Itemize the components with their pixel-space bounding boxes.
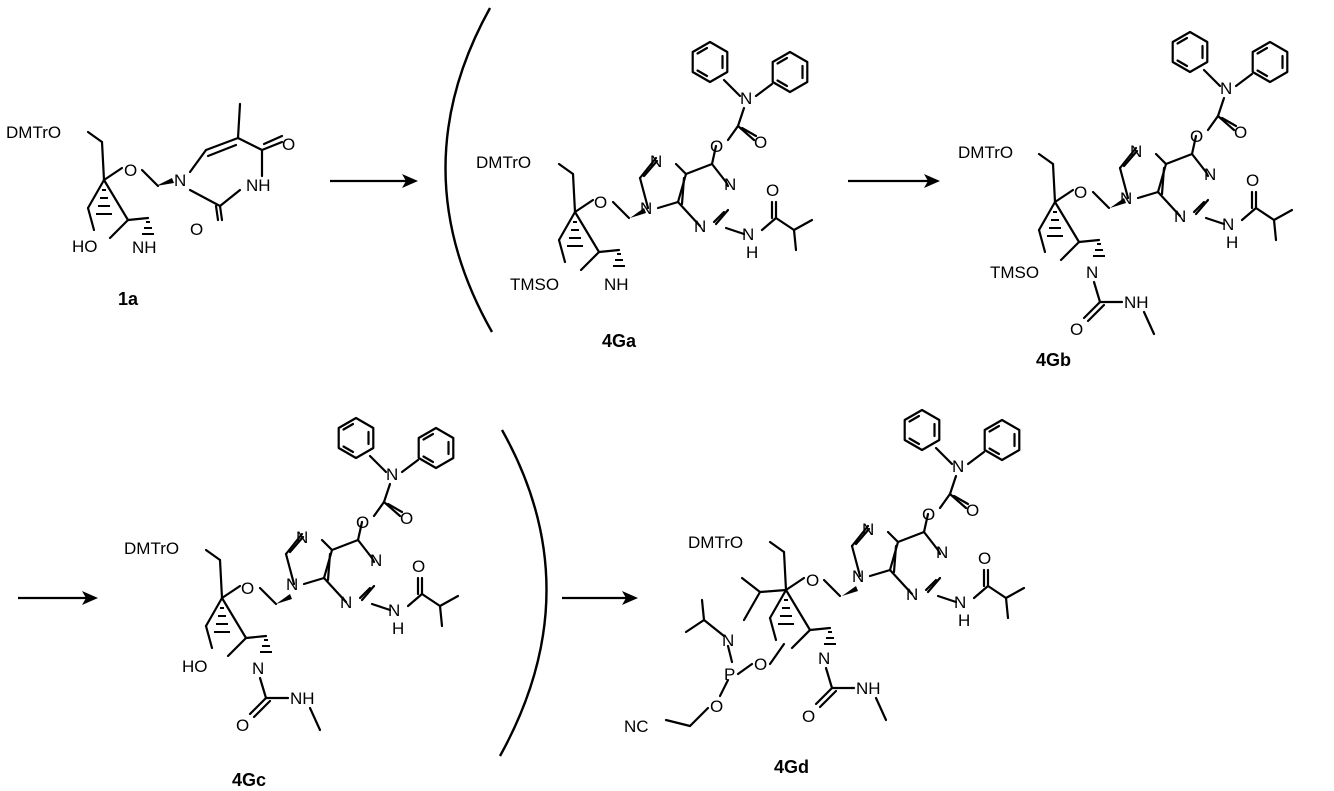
compound-label-4Gb: 4Gb — [1036, 350, 1071, 370]
compound-4Gc: DMTrO O HO N N N N N O O N N H O O NH 4G… — [124, 418, 458, 790]
isobutyryl-o: O — [766, 181, 779, 200]
thymine-n1: N — [174, 171, 186, 190]
glycosidic-wedge — [156, 178, 174, 186]
carbamate-o: O — [710, 137, 723, 156]
purine-n1: N — [1204, 165, 1216, 184]
carbamate-o: O — [356, 513, 369, 532]
3prime-tmso: TMSO — [510, 275, 559, 294]
carbonyl-o: O — [966, 501, 979, 520]
dmtro-label: DMTrO — [124, 539, 179, 558]
urea-nh: NH — [290, 689, 315, 708]
dmtro-label: DMTrO — [6, 123, 61, 142]
dmtro-label: DMTrO — [958, 143, 1013, 162]
thymine-nh: NH — [246, 176, 271, 195]
amide-n: N — [954, 593, 966, 612]
carbonyl-o: O — [754, 133, 767, 152]
amide-h: H — [958, 611, 970, 630]
reaction-arrow-2 — [848, 174, 940, 188]
purine-n7: N — [862, 520, 874, 539]
purine-n3: N — [1174, 207, 1186, 226]
carbonyl-o: O — [400, 509, 413, 528]
bridge-nh: NH — [132, 238, 157, 257]
urea-o: O — [236, 716, 249, 735]
bridge-nh: NH — [604, 275, 629, 294]
compound-4Ga: DMTrO O TMSO NH N N N N O O N N H O 4Ga — [476, 42, 812, 351]
compound-label-1a: 1a — [118, 289, 139, 309]
reaction-arrow-3 — [18, 591, 98, 605]
urea-o: O — [1070, 320, 1083, 339]
3prime-hydroxy: HO — [182, 657, 208, 676]
thymine-o2: O — [190, 220, 203, 239]
glycosidic-wedge — [276, 594, 292, 604]
ring-oxygen: O — [241, 579, 254, 598]
compound-1a: DMTrO O HO NH N O NH O 1a — [6, 104, 295, 309]
amide-h: H — [1226, 233, 1238, 252]
p-o-sugar: O — [754, 655, 767, 674]
purine-n3: N — [694, 217, 706, 236]
amide-h: H — [392, 619, 404, 638]
right-parenthesis — [500, 430, 547, 756]
phosphorus: P — [724, 665, 735, 684]
amide-n: N — [1222, 215, 1234, 234]
carbonyl-o: O — [1234, 123, 1247, 142]
carbamate-o: O — [1190, 127, 1203, 146]
ring-oxygen: O — [1074, 183, 1087, 202]
compound-4Gb: DMTrO O TMSO N N N N N O O N N H O O NH … — [958, 32, 1292, 370]
purine-n9: N — [286, 575, 298, 594]
isobutyryl-o: O — [978, 549, 991, 568]
purine-n7: N — [650, 152, 662, 171]
p-o-ethyl: O — [710, 697, 723, 716]
isobutyryl-o: O — [412, 557, 425, 576]
dmtro-label: DMTrO — [688, 533, 743, 552]
diphenyl-n: N — [1220, 79, 1232, 98]
purine-n1: N — [936, 543, 948, 562]
ring-oxygen: O — [594, 193, 607, 212]
thymine-o4: O — [282, 135, 295, 154]
compound-label-4Ga: 4Ga — [602, 331, 637, 351]
cyano-group: NC — [624, 717, 649, 736]
3prime-hydroxy: HO — [72, 237, 98, 256]
bridge-n: N — [252, 659, 264, 678]
diphenyl-n: N — [740, 89, 752, 108]
compound-label-4Gd: 4Gd — [774, 757, 809, 777]
glycosidic-wedge — [842, 586, 858, 596]
bridge-n: N — [1086, 263, 1098, 282]
reaction-arrow-4 — [562, 591, 638, 605]
amidite-n: N — [722, 631, 734, 650]
purine-n9: N — [1120, 189, 1132, 208]
purine-n7: N — [296, 528, 308, 547]
purine-n7: N — [1130, 142, 1142, 161]
urea-nh: NH — [856, 679, 881, 698]
purine-n9: N — [640, 199, 652, 218]
amide-n: N — [742, 225, 754, 244]
amide-n: N — [388, 601, 400, 620]
reaction-arrow-1 — [330, 174, 418, 188]
dmtro-label: DMTrO — [476, 153, 531, 172]
purine-n3: N — [906, 585, 918, 604]
isobutyryl-o: O — [1246, 171, 1259, 190]
3prime-tmso: TMSO — [990, 263, 1039, 282]
purine-n1: N — [370, 551, 382, 570]
diphenyl-n: N — [386, 465, 398, 484]
amide-h: H — [746, 243, 758, 262]
urea-nh: NH — [1124, 293, 1149, 312]
bridge-n: N — [818, 649, 830, 668]
carbamate-o: O — [922, 505, 935, 524]
diphenyl-n: N — [952, 457, 964, 476]
ring-oxygen: O — [124, 161, 137, 180]
compound-4Gd: DMTrO O N N N N N O O N N H O N P O O NC — [624, 410, 1024, 777]
ring-oxygen: O — [806, 571, 819, 590]
purine-n9: N — [852, 567, 864, 586]
compound-label-4Gc: 4Gc — [232, 770, 266, 790]
urea-o: O — [802, 707, 815, 726]
purine-n1: N — [724, 175, 736, 194]
purine-n3: N — [340, 593, 352, 612]
